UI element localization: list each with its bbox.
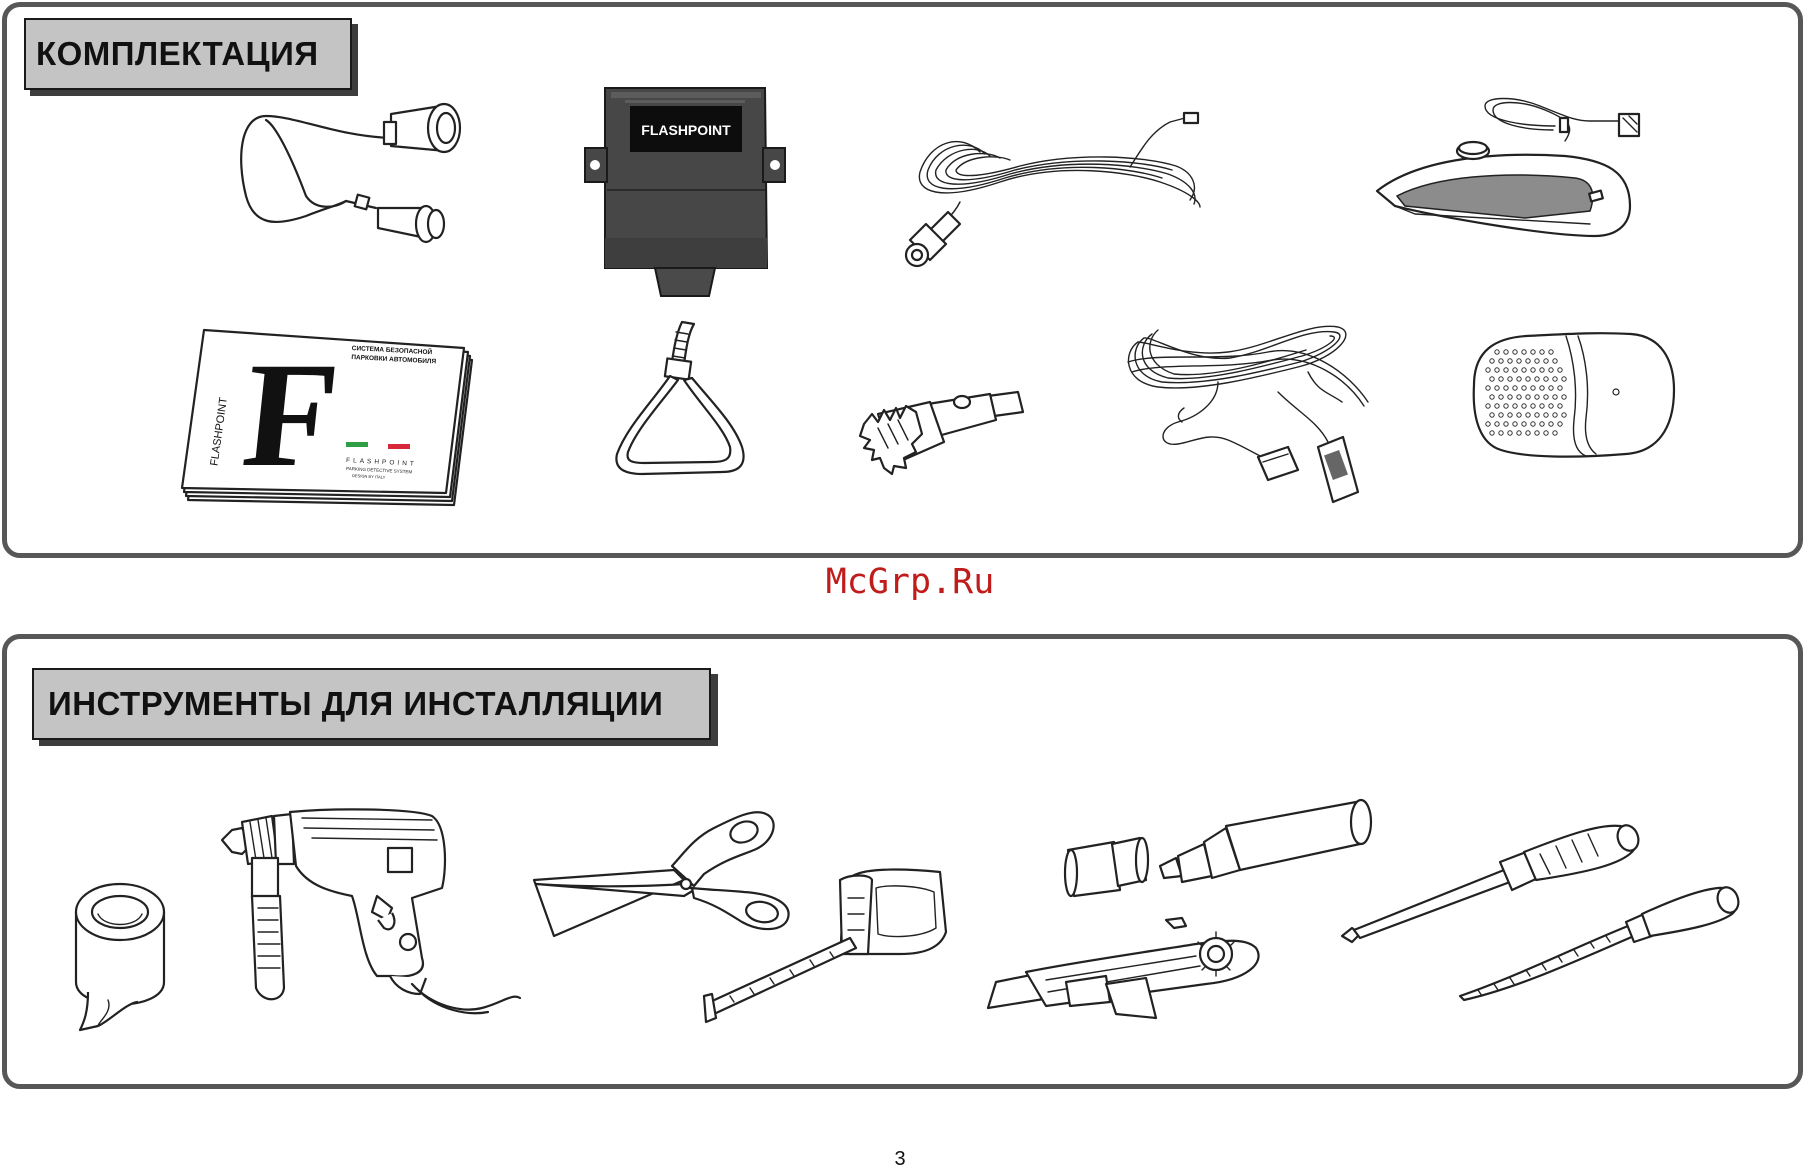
kit-header: КОМПЛЕКТАЦИЯ: [24, 18, 359, 96]
booklet-letter: F: [236, 331, 345, 498]
display-indicator-icon: [1375, 96, 1645, 246]
control-unit-label: FLASHPOINT: [641, 122, 731, 138]
kit-section-title: КОМПЛЕКТАЦИЯ: [24, 18, 352, 90]
manual-booklet-icon: F FLASHPOINT СИСТЕМА БЕЗОПАСНОЙ ПАРКОВКИ…: [182, 330, 482, 505]
parking-sensor-icon: [236, 96, 466, 246]
tools-section-title: ИНСТРУМЕНТЫ ДЛЯ ИНСТАЛЛЯЦИИ: [32, 668, 711, 740]
cable-tie-icon: [612, 322, 752, 482]
page-number: 3: [880, 1148, 920, 1171]
electric-drill-icon: [212, 808, 522, 1018]
control-unit-icon: FLASHPOINT: [585, 78, 785, 300]
power-wiring-harness-icon: [1118, 322, 1378, 512]
watermark-text: McGrp.Ru: [760, 562, 1060, 602]
extension-cable-icon: [900, 112, 1225, 272]
hole-saw-drill-bit-icon: [858, 384, 1028, 479]
insulating-tape-icon: [68, 872, 173, 1032]
tape-measure-icon: [700, 868, 950, 1024]
round-file-icon: [1458, 886, 1740, 1000]
speaker-buzzer-icon: [1466, 330, 1676, 460]
marker-pen-icon: [1056, 800, 1372, 900]
tools-header: ИНСТРУМЕНТЫ ДЛЯ ИНСТАЛЛЯЦИИ: [32, 668, 720, 746]
utility-knife-icon: [986, 918, 1276, 1018]
